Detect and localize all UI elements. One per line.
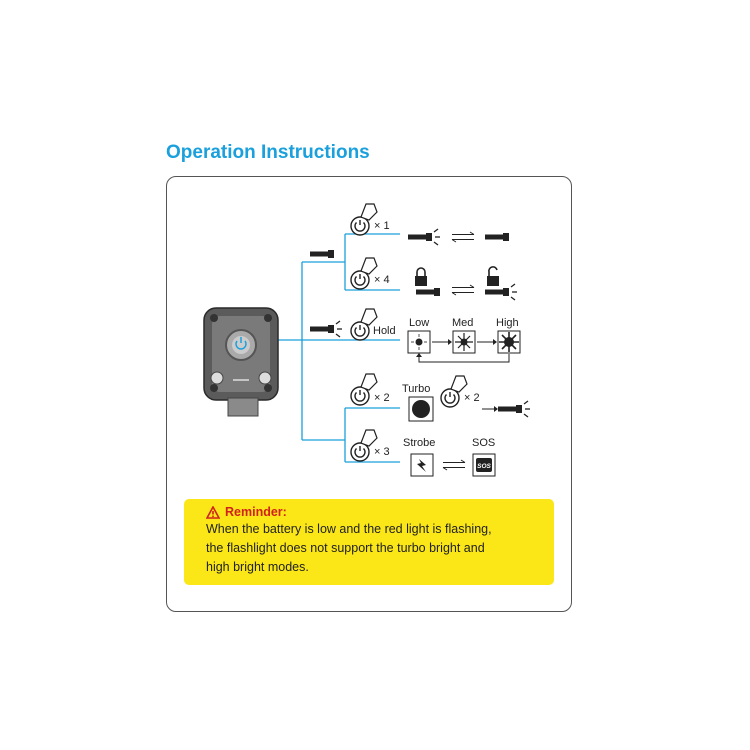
flashlight-device <box>203 307 279 417</box>
reminder-line-2: the flashlight does not support the turb… <box>206 541 485 555</box>
flashlight-on-icon <box>407 228 441 246</box>
brightness-med-icon <box>452 330 476 354</box>
connector-lines <box>262 233 400 463</box>
branch4-count2: × 2 <box>464 392 480 404</box>
mode-turbo-label: Turbo <box>402 383 430 395</box>
flashlight-icon <box>485 233 509 241</box>
flashlight-icon <box>310 250 334 258</box>
mode-high-label: High <box>496 317 519 329</box>
branch4-count: × 2 <box>374 392 390 404</box>
page-title: Operation Instructions <box>166 142 370 163</box>
strobe-icon <box>410 453 434 477</box>
turbo-icon <box>408 396 434 422</box>
flashlight-icon <box>416 288 440 296</box>
sos-icon: SOS <box>472 453 496 477</box>
mode-low-label: Low <box>409 317 429 329</box>
branch2-count: × 4 <box>374 274 390 286</box>
flashlight-on-icon <box>497 400 531 418</box>
branch5-count: × 3 <box>374 446 390 458</box>
reminder-title: Reminder: <box>225 505 287 519</box>
brightness-high-icon <box>497 330 521 354</box>
toggle-arrows-icon <box>451 231 475 243</box>
flashlight-on-icon <box>309 320 343 338</box>
reminder-line-3: high bright modes. <box>206 560 309 574</box>
warning-icon <box>206 505 220 519</box>
lock-icon <box>415 267 427 286</box>
toggle-arrows-icon <box>442 459 466 471</box>
branch3-count: Hold <box>373 325 396 337</box>
branch1-count: × 1 <box>374 220 390 232</box>
unlock-icon <box>487 266 499 286</box>
toggle-arrows-icon <box>451 284 475 296</box>
sos-badge-text: SOS <box>477 463 491 470</box>
reminder-box: Reminder: When the battery is low and th… <box>184 499 554 585</box>
mode-strobe-label: Strobe <box>403 437 435 449</box>
reminder-line-1: When the battery is low and the red ligh… <box>206 522 492 536</box>
flashlight-on-icon <box>484 283 518 301</box>
brightness-low-icon <box>407 330 431 354</box>
mode-med-label: Med <box>452 317 473 329</box>
mode-sos-label: SOS <box>472 437 495 449</box>
